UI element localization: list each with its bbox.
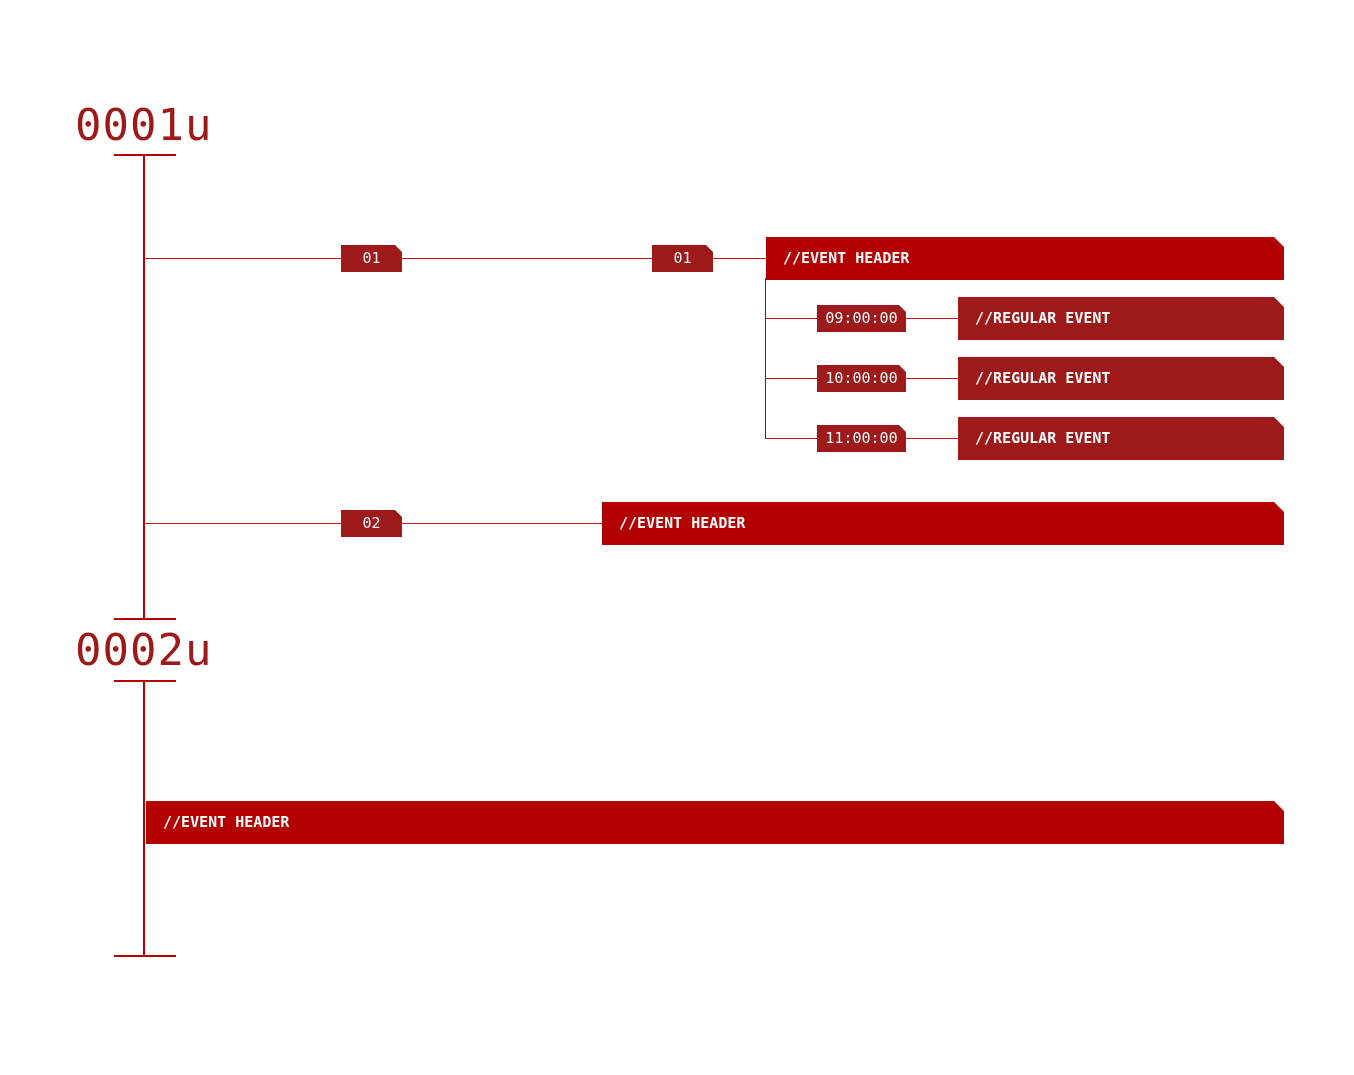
event-time-1: 09:00:00 bbox=[817, 305, 906, 332]
day-tag-02[interactable]: 02 bbox=[341, 510, 402, 537]
regular-event-3[interactable]: //REGULAR EVENT bbox=[958, 417, 1284, 460]
timeline-spine-unit2 bbox=[143, 681, 145, 956]
timeline-tick-bottom-unit2 bbox=[114, 955, 176, 957]
event-time-2: 10:00:00 bbox=[817, 365, 906, 392]
connector-day1 bbox=[144, 258, 766, 259]
event-header-day1[interactable]: //EVENT HEADER bbox=[766, 237, 1284, 280]
timeline-tick-top-unit2 bbox=[114, 680, 176, 682]
event-time-3: 11:00:00 bbox=[817, 425, 906, 452]
unit-title-0002u: 0002u bbox=[75, 625, 213, 676]
timeline-tick-top-unit1 bbox=[114, 154, 176, 156]
regular-event-2[interactable]: //REGULAR EVENT bbox=[958, 357, 1284, 400]
event-header-day2[interactable]: //EVENT HEADER bbox=[602, 502, 1284, 545]
timeline-spine-unit1 bbox=[143, 155, 145, 619]
day-tag-01[interactable]: 01 bbox=[341, 245, 402, 272]
timeline-tick-bottom-unit1 bbox=[114, 618, 176, 620]
subday-tag-01[interactable]: 01 bbox=[652, 245, 713, 272]
event-header-unit2[interactable]: //EVENT HEADER bbox=[146, 801, 1284, 844]
event-list-connector bbox=[765, 278, 766, 438]
unit-title-0001u: 0001u bbox=[75, 100, 213, 151]
regular-event-1[interactable]: //REGULAR EVENT bbox=[958, 297, 1284, 340]
